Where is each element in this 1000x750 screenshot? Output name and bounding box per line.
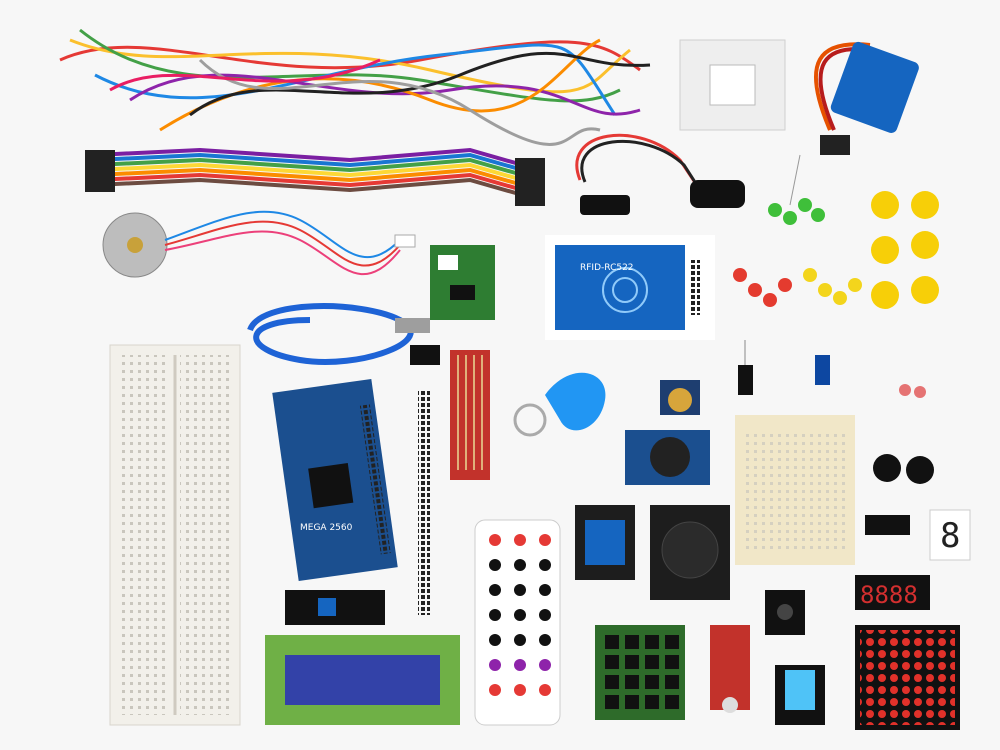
green-leds [768,154,825,225]
yellow-leds [803,268,862,305]
seven-segment-single: 8 [929,509,971,561]
jumper-wires-bundle [59,28,651,146]
ir-receiver [738,340,753,395]
arduino-mega-board: MEGA 2560 [272,378,398,582]
breadboard [109,344,241,726]
usb-cable [247,303,440,365]
pin-header [418,390,430,615]
lcd-display [265,635,460,725]
seg-quad-text: 8888 [860,581,918,609]
remote-keypad [489,534,551,696]
accessory-bag [679,39,786,131]
rtc-module [625,430,710,485]
sound-sensor [710,625,750,713]
matrix-keypad [595,625,685,720]
battery-clip [575,133,745,215]
rfid-label: RFID-RC522 [580,263,634,273]
mega-label: MEGA 2560 [300,523,353,533]
joystick-module [650,505,730,600]
photoresistors [899,384,926,398]
ic-chip [865,515,910,535]
sensor-module-small [765,590,805,635]
water-level-sensor [450,350,490,480]
ir-remote [474,519,561,726]
buzzers [873,454,934,484]
resistor-pack [735,415,855,565]
servo-motor [813,41,919,155]
red-leds [733,268,792,307]
button-caps [871,191,939,309]
led-matrix [855,625,960,730]
capacitor [815,355,830,385]
relay-module [575,505,635,580]
seg-single-text: 8 [940,516,960,556]
temperature-humidity-sensor [775,665,825,725]
stepper-motor [102,210,416,278]
rfid-module: RFID-RC522 [545,235,715,340]
stepper-driver-board [430,245,495,320]
seven-segment-quad: 8888 [855,575,930,610]
dupont-ribbon-cable [85,147,545,206]
potentiometer [660,380,700,415]
rfid-keyfob [513,372,606,437]
i2c-adapter [285,590,385,625]
